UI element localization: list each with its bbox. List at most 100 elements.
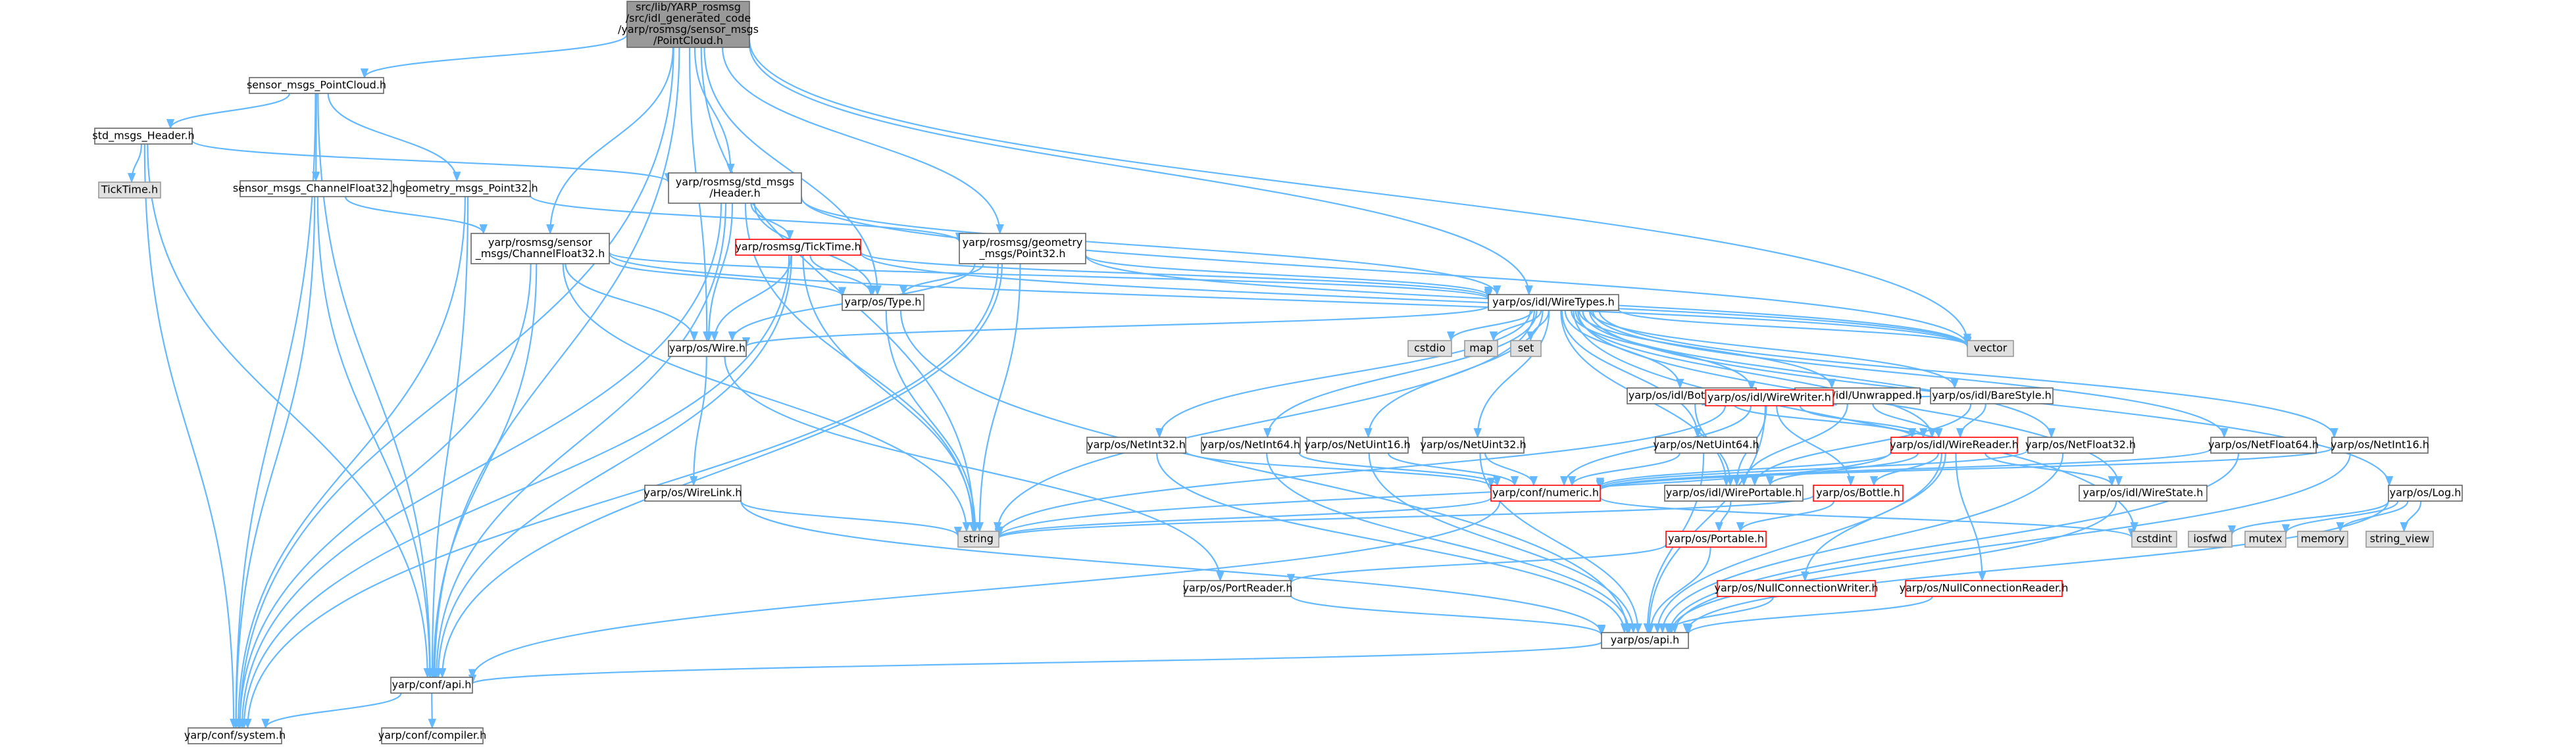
edge-yarp_rosmsg_std_msgs_Header-to-yarp_conf_api	[432, 203, 727, 679]
node-yarp-rosmsg-TickTime[interactable]: yarp/rosmsg/TickTime.h	[735, 239, 861, 256]
edge-yarp_rosmsg_TickTime-to-string	[802, 254, 978, 533]
node-box	[1086, 437, 1186, 454]
node-yarp-os-NetFloat64[interactable]: yarp/os/NetFloat64.h	[2208, 437, 2319, 454]
node-yarp-os-idl-WireReader[interactable]: yarp/os/idl/WireReader.h	[1890, 437, 2019, 454]
edge-yarp_rosmsg_TickTime-to-yarp_conf_system	[240, 254, 790, 729]
node-yarp-os-idl-BareStyle[interactable]: yarp/os/idl/BareStyle.h	[1930, 387, 2054, 404]
edge-std_msgs_Header-to-yarp_conf_api	[147, 143, 432, 679]
node-yarp-os-Bottle[interactable]: yarp/os/Bottle.h	[1813, 485, 1904, 502]
edge-sensor_msgs_ChannelFloat32-to-yarp_conf_system	[232, 196, 316, 729]
node-box	[2079, 485, 2208, 502]
node-TickTime[interactable]: TickTime.h	[98, 181, 161, 199]
node-box	[188, 727, 282, 744]
node-box	[1184, 580, 1292, 597]
node-sensor-msgs-ChannelFloat32[interactable]: sensor_msgs_ChannelFloat32.h	[233, 180, 399, 197]
node-yarp-os-api[interactable]: yarp/os/api.h	[1601, 632, 1689, 649]
node-yarp-os-NetUint32[interactable]: yarp/os/NetUint32.h	[1420, 437, 1527, 454]
node-box	[249, 77, 384, 94]
node-box	[626, 1, 750, 48]
node-yarp-os-idl-WireWriter[interactable]: yarp/os/idl/WireWriter.h	[1705, 389, 1834, 406]
edge-yarp_os_idl_WireTypes-to-yarp_os_Wire	[742, 305, 1490, 348]
node-cstdio[interactable]: cstdio	[1407, 340, 1452, 357]
edge-yarp_os_NetInt64-to-yarp_os_api	[1266, 452, 1633, 634]
node-box	[1490, 485, 1601, 502]
node-map[interactable]: map	[1464, 340, 1498, 357]
edge-yarp_os_Type-to-yarp_os_api	[899, 310, 1632, 634]
node-yarp-rosmsg-sensor-ChannelFloat32[interactable]: yarp/rosmsg/sensor_msgs/ChannelFloat32.h	[470, 233, 610, 264]
node-label-line: yarp/os/NetInt16.h	[2331, 439, 2429, 451]
node-vector[interactable]: vector	[1967, 340, 2014, 357]
edge-yarp_os_NetInt16-to-yarp_os_api	[1671, 452, 2351, 634]
edge-root-to-sensor_msgs_PointCloud	[360, 34, 628, 79]
node-geometry-msgs-Point32[interactable]: geometry_msgs_Point32.h	[399, 180, 538, 197]
node-yarp-os-idl-WirePortable[interactable]: yarp/os/idl/WirePortable.h	[1664, 485, 1804, 502]
node-yarp-os-NetInt64[interactable]: yarp/os/NetInt64.h	[1201, 437, 1301, 454]
node-label-line: yarp/os/NullConnectionWriter.h	[1714, 582, 1878, 594]
node-set[interactable]: set	[1510, 340, 1542, 357]
node-yarp-os-PortReader[interactable]: yarp/os/PortReader.h	[1182, 580, 1293, 597]
node-yarp-os-Log[interactable]: yarp/os/Log.h	[2388, 485, 2463, 502]
edge-yarp_conf_numeric-to-string	[995, 496, 1492, 539]
edge-yarp_os_idl_WireTypes-to-yarp_os_NetFloat32	[1582, 310, 2056, 439]
edge-yarp_os_NetUint64-to-yarp_conf_numeric	[1568, 452, 1680, 487]
node-yarp-conf-api[interactable]: yarp/conf/api.h	[390, 677, 473, 694]
node-box	[1464, 340, 1498, 357]
edge-yarp_rosmsg_sensor_ChannelFloat32-to-yarp_conf_system	[236, 263, 532, 729]
node-yarp-rosmsg-std-msgs-Header[interactable]: yarp/rosmsg/std_msgs/Header.h	[668, 172, 802, 204]
edge-yarp_os_idl_WireReader-to-yarp_conf_numeric	[1596, 452, 1892, 488]
node-yarp-os-NetUint16[interactable]: yarp/os/NetUint16.h	[1304, 437, 1411, 454]
node-label-line: vector	[1974, 342, 2008, 354]
node-yarp-os-NetInt16[interactable]: yarp/os/NetInt16.h	[2331, 437, 2429, 454]
node-label-line: /Header.h	[709, 187, 760, 199]
node-string-view[interactable]: string_view	[2365, 531, 2434, 548]
node-root[interactable]: src/lib/YARP_rosmsg/src/idl_generated_co…	[618, 1, 759, 48]
node-box	[1967, 340, 2014, 357]
edge-geometry_msgs_Point32-to-yarp_conf_system	[234, 196, 466, 729]
node-yarp-os-Portable[interactable]: yarp/os/Portable.h	[1665, 531, 1767, 548]
node-sensor-msgs-PointCloud[interactable]: sensor_msgs_PointCloud.h	[247, 77, 386, 94]
node-box	[2365, 531, 2434, 548]
edge-yarp_rosmsg_TickTime-to-yarp_os_Type	[809, 254, 875, 296]
node-string[interactable]: string	[957, 531, 999, 548]
node-box	[668, 172, 802, 204]
node-box	[2331, 437, 2429, 454]
node-memory[interactable]: memory	[2297, 531, 2348, 548]
edge-root-to-string	[700, 47, 978, 533]
edge-yarp_os_NetUint16-to-yarp_os_api	[1368, 452, 1638, 634]
node-yarp-os-NetFloat32[interactable]: yarp/os/NetFloat32.h	[2025, 437, 2136, 454]
edge-yarp_os_NetFloat32-to-yarp_conf_numeric	[1596, 449, 2029, 490]
node-box	[1306, 437, 1409, 454]
node-yarp-os-idl-WireState[interactable]: yarp/os/idl/WireState.h	[2079, 485, 2208, 502]
edge-yarp_os_NetFloat32-to-yarp_os_api	[1658, 452, 2064, 634]
node-box	[1407, 340, 1452, 357]
node-iosfwd[interactable]: iosfwd	[2188, 531, 2233, 548]
node-yarp-os-Type[interactable]: yarp/os/Type.h	[842, 294, 924, 311]
node-yarp-conf-compiler[interactable]: yarp/conf/compiler.h	[378, 727, 487, 744]
node-mutex[interactable]: mutex	[2244, 531, 2286, 548]
node-std-msgs-Header[interactable]: std_msgs_Header.h	[92, 128, 195, 145]
node-label-line: yarp/conf/numeric.h	[1492, 487, 1599, 499]
edge-yarp_rosmsg_std_msgs_Header-to-yarp_conf_system	[238, 203, 722, 729]
edge-root-to-yarp_rosmsg_std_msgs_Header	[694, 47, 735, 174]
node-label-line: memory	[2301, 533, 2345, 545]
edge-yarp_rosmsg_std_msgs_Header-to-yarp_rosmsg_TickTime	[750, 203, 794, 241]
node-yarp-os-NullConnectionReader[interactable]: yarp/os/NullConnectionReader.h	[1900, 580, 2069, 597]
node-yarp-os-WireLink[interactable]: yarp/os/WireLink.h	[644, 485, 742, 502]
node-yarp-os-NetInt32[interactable]: yarp/os/NetInt32.h	[1086, 437, 1186, 454]
node-yarp-os-idl-WireTypes[interactable]: yarp/os/idl/WireTypes.h	[1488, 294, 1619, 311]
node-yarp-conf-numeric[interactable]: yarp/conf/numeric.h	[1490, 485, 1601, 502]
node-box	[98, 181, 161, 199]
node-cstdint[interactable]: cstdint	[2131, 531, 2177, 548]
edge-yarp_os_idl_Unwrapped-to-yarp_os_idl_WireReader	[1872, 403, 1943, 439]
node-label-line: yarp/conf/compiler.h	[378, 729, 487, 742]
node-box	[470, 233, 610, 264]
node-yarp-os-Wire[interactable]: yarp/os/Wire.h	[668, 340, 747, 357]
node-yarp-os-NetUint64[interactable]: yarp/os/NetUint64.h	[1653, 437, 1759, 454]
edge-yarp_rosmsg_std_msgs_Header-to-yarp_os_idl_WireTypes	[800, 197, 1502, 296]
edge-yarp_rosmsg_sensor_ChannelFloat32-to-vector	[608, 253, 1971, 349]
node-label-line: yarp/os/Type.h	[845, 296, 922, 308]
node-yarp-rosmsg-geometry-Point32[interactable]: yarp/rosmsg/geometry_msgs/Point32.h	[959, 233, 1086, 264]
node-yarp-os-NullConnectionWriter[interactable]: yarp/os/NullConnectionWriter.h	[1714, 580, 1879, 597]
node-yarp-conf-system[interactable]: yarp/conf/system.h	[184, 727, 286, 744]
edge-yarp_os_idl_WireState-to-yarp_os_api	[1667, 500, 2117, 634]
